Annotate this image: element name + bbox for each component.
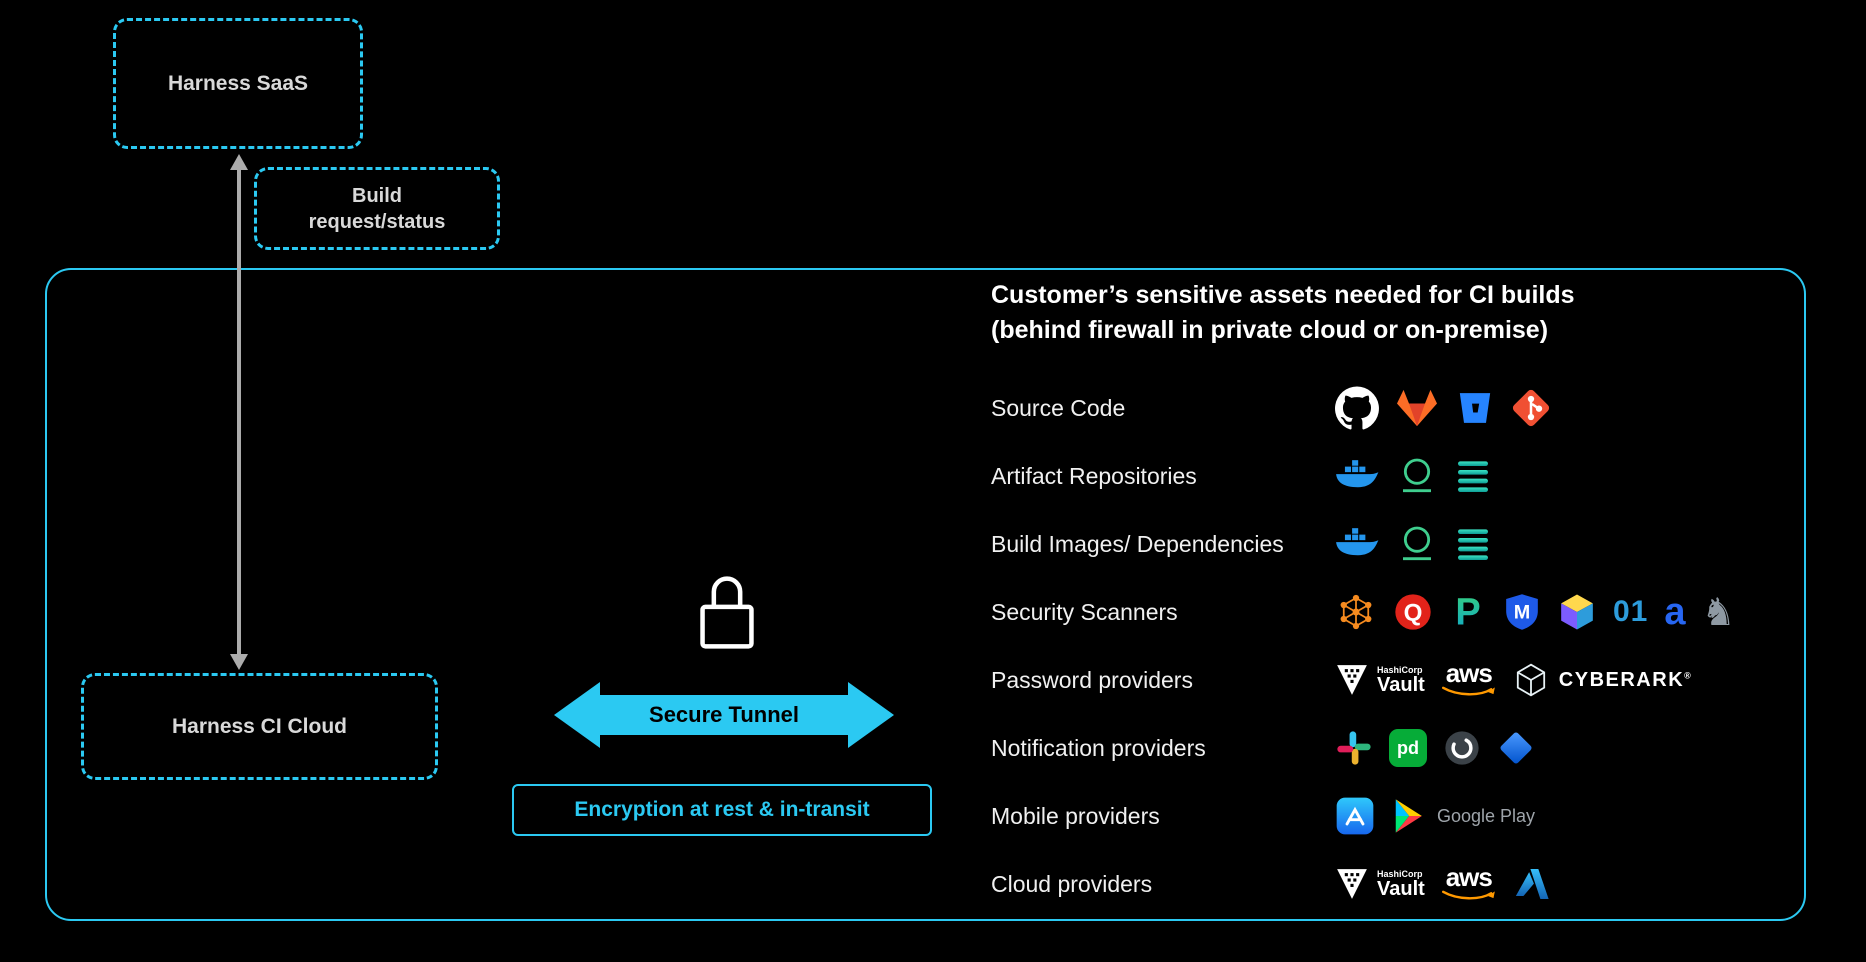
assets-panel-title: Customer’s sensitive assets needed for C… (991, 278, 1575, 348)
app-store-icon (1335, 796, 1375, 836)
asset-row: Notification providers pd (991, 714, 1736, 782)
svg-text:M: M (1514, 601, 1530, 623)
asset-row-label: Artifact Repositories (991, 462, 1197, 489)
azure-icon (1513, 865, 1551, 903)
jira-icon (1497, 729, 1535, 767)
asset-row-icons (1335, 524, 1493, 564)
title-line-1: Customer’s sensitive assets needed for C… (991, 281, 1575, 309)
secure-tunnel-arrow: Secure Tunnel (554, 682, 894, 748)
cyberark-icon: CYBERARK® (1513, 662, 1692, 698)
secure-tunnel-label: Secure Tunnel (649, 702, 799, 727)
p-badge-icon: P (1449, 592, 1487, 632)
docker-icon (1335, 527, 1381, 561)
artifactory-lines-icon (1453, 456, 1493, 496)
git-icon (1511, 388, 1551, 428)
bitbucket-icon (1455, 388, 1495, 428)
lock-icon (700, 576, 754, 649)
asset-row-icons (1335, 386, 1551, 430)
svg-text:Q: Q (1404, 600, 1423, 627)
tunnel-arrowhead-right (848, 682, 894, 748)
harness-saas-node: Harness SaaS (113, 18, 363, 149)
asset-row: Security Scanners Q P M 01 a ♞ (991, 578, 1736, 646)
private-network-boundary (45, 268, 1806, 921)
tunnel-body: Secure Tunnel (598, 695, 850, 735)
m-shield-icon: M (1503, 592, 1541, 632)
o1-badge-icon: 01 (1613, 595, 1649, 628)
asset-row: Source Code (991, 374, 1736, 442)
asset-row-label: Password providers (991, 666, 1193, 693)
color-cube-icon (1557, 592, 1597, 632)
gitlab-icon (1395, 388, 1439, 428)
saas-ci-arrow (230, 154, 248, 670)
qualys-q-icon: Q (1393, 592, 1433, 632)
artifactory-lines-icon (1453, 524, 1493, 564)
tunnel-arrowhead-left (554, 682, 600, 748)
github-icon (1335, 386, 1379, 430)
nexus-ring-icon (1397, 524, 1437, 564)
asset-row-label: Security Scanners (991, 598, 1178, 625)
asset-row-label: Mobile providers (991, 802, 1160, 829)
network-nodes-icon (1335, 591, 1377, 633)
aws-icon: aws (1441, 660, 1497, 697)
title-line-2: (behind firewall in private cloud or on-… (991, 316, 1549, 344)
chat-ring-icon (1443, 729, 1481, 767)
google-play-icon: Google Play (1391, 797, 1535, 835)
asset-row-icons (1335, 456, 1493, 496)
asset-row-label: Source Code (991, 394, 1126, 421)
encryption-label: Encryption at rest & in-transit (574, 798, 870, 821)
svg-text:P: P (1455, 592, 1480, 632)
encryption-note: Encryption at rest & in-transit (512, 784, 932, 836)
build-request-label: Build request/status (308, 184, 446, 233)
asset-row-label: Build Images/ Dependencies (991, 530, 1284, 557)
slack-icon (1335, 729, 1373, 767)
asset-row-icons: Q P M 01 a ♞ (1335, 591, 1736, 633)
docker-icon (1335, 459, 1381, 493)
aqua-a-icon: a (1664, 590, 1686, 633)
build-request-node: Build request/status (254, 167, 500, 250)
asset-row: Mobile providers Google Play (991, 782, 1736, 850)
asset-row: Build Images/ Dependencies (991, 510, 1736, 578)
asset-row-icons: Google Play (1335, 796, 1535, 836)
harness-saas-label: Harness SaaS (167, 71, 309, 95)
harness-ci-cloud-label: Harness CI Cloud (171, 714, 348, 738)
asset-row: Artifact Repositories (991, 442, 1736, 510)
nexus-ring-icon (1397, 456, 1437, 496)
aws-icon: aws (1441, 864, 1497, 901)
asset-row-label: Cloud providers (991, 870, 1153, 897)
asset-row-label: Notification providers (991, 734, 1206, 761)
knight-badge-icon: ♞ (1701, 590, 1736, 634)
harness-ci-cloud-node: Harness CI Cloud (81, 673, 438, 780)
pagerduty-icon: pd (1389, 729, 1427, 767)
asset-row-icons: pd (1335, 729, 1535, 767)
